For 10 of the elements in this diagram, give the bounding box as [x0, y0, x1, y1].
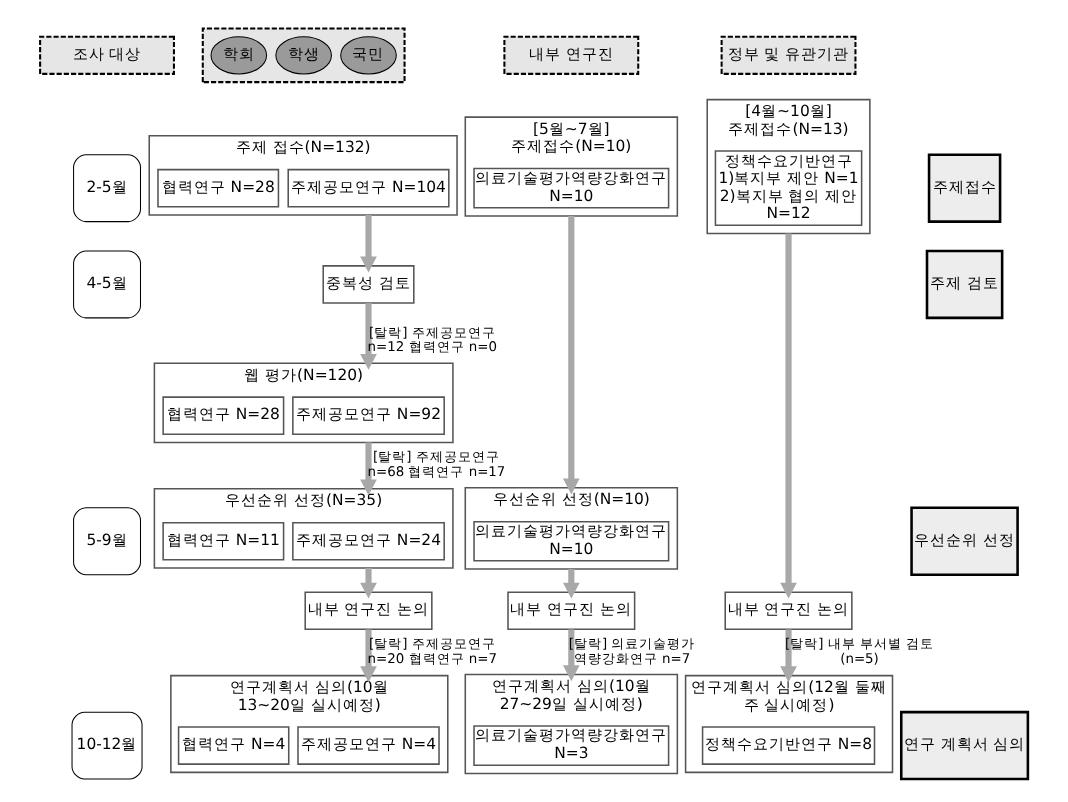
arrow — [780, 629, 797, 683]
arrow — [562, 629, 580, 682]
arrow — [360, 629, 377, 683]
arrow — [360, 568, 377, 599]
arrow — [360, 214, 377, 273]
arrow — [780, 233, 797, 599]
arrow — [562, 215, 580, 495]
arrow — [360, 442, 377, 496]
cluster — [201, 27, 406, 84]
arrow — [360, 303, 377, 370]
